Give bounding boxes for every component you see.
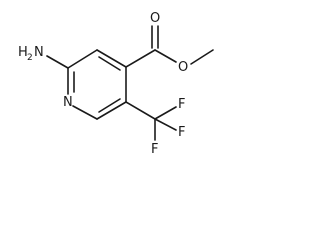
bond-cf3-f-right bbox=[154, 118, 177, 131]
bond-c3-c4-inner bbox=[98, 56, 121, 71]
amine-n-label: H bbox=[18, 45, 28, 60]
bond-c5-cf3 bbox=[125, 101, 156, 120]
bond-cf3-f-top bbox=[154, 106, 177, 120]
methyl-ester-group: O O bbox=[125, 11, 214, 75]
chemical-structure-diagram: H 2 N N O O F F F bbox=[18, 11, 214, 157]
bond-carbonyl-ester-o bbox=[154, 49, 177, 63]
bond-c2-c3 bbox=[67, 49, 98, 69]
bond-c3-c4 bbox=[96, 49, 127, 68]
bond-c2-nh2 bbox=[46, 55, 69, 69]
bond-c6-n1 bbox=[72, 105, 98, 120]
amine-count-label: 2 bbox=[27, 53, 33, 63]
pyridine-ring bbox=[67, 49, 127, 120]
fluorine-top-label: F bbox=[178, 97, 185, 112]
amino-group: H 2 N bbox=[18, 45, 69, 69]
bond-c4-carbonyl bbox=[125, 49, 156, 68]
carbonyl-oxygen-label: O bbox=[150, 11, 160, 26]
amine-h-label: N bbox=[34, 45, 44, 60]
fluorine-bottom-label: F bbox=[151, 142, 158, 157]
trifluoromethyl-group: F F F bbox=[125, 97, 185, 157]
ester-oxygen-label: O bbox=[178, 60, 188, 75]
bond-ester-o-methyl bbox=[190, 49, 214, 65]
bond-c5-c6 bbox=[96, 101, 127, 120]
fluorine-right-label: F bbox=[178, 125, 185, 140]
ring-nitrogen-label: N bbox=[63, 95, 73, 110]
bond-c5-c6-inner bbox=[98, 98, 121, 113]
